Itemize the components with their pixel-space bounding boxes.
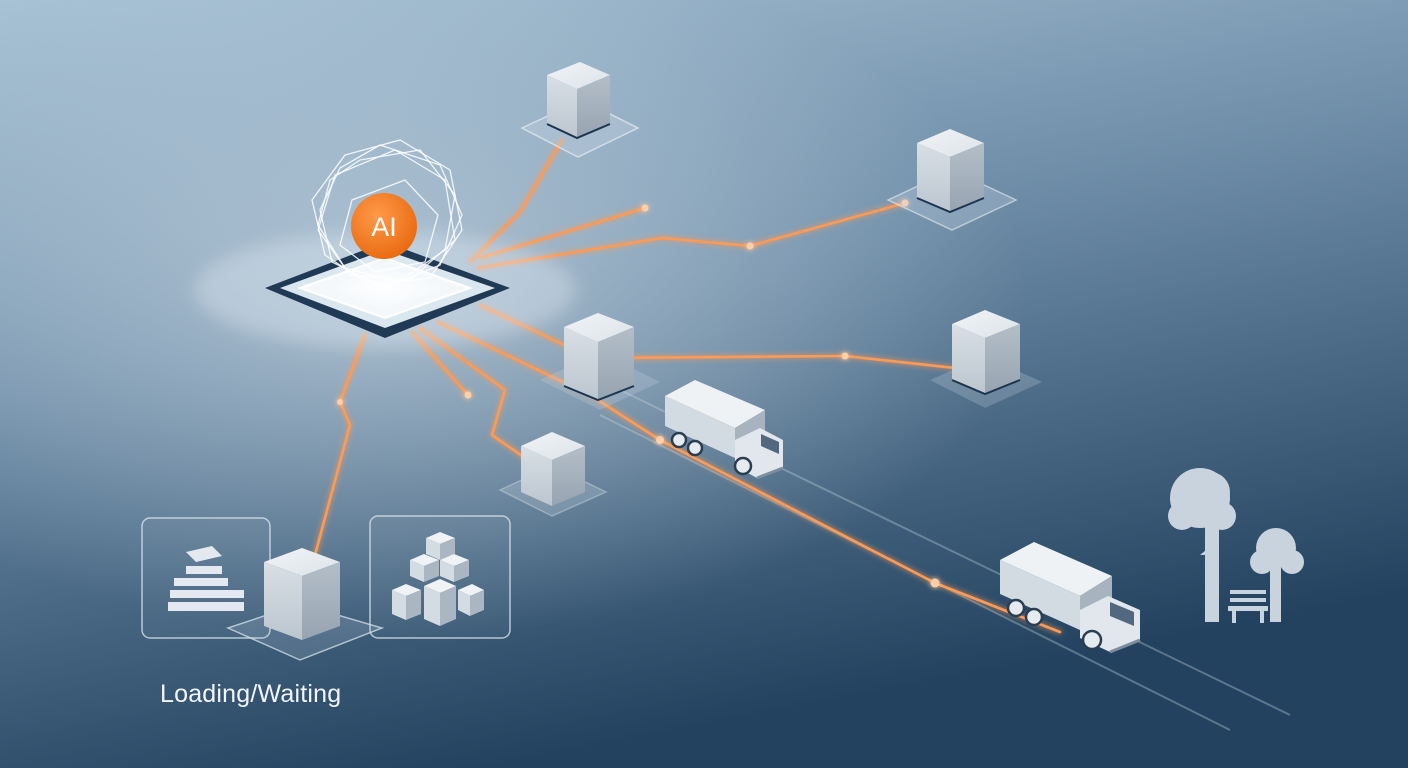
tree-icon xyxy=(1250,528,1304,622)
tree-icon xyxy=(1168,468,1236,622)
warehouse-node-small xyxy=(498,432,608,517)
warehouse-node-upper-right xyxy=(886,129,1018,231)
ai-hub: AI xyxy=(195,139,575,348)
route-to-panel-cube xyxy=(313,333,367,557)
pallet-stack-icon xyxy=(168,546,244,611)
delivery-truck-icon xyxy=(1000,542,1141,654)
panel-caption: Loading/Waiting xyxy=(160,680,342,708)
warehouse-node-top xyxy=(520,62,640,158)
ai-badge-label: AI xyxy=(371,212,397,242)
warehouse-node-panel xyxy=(264,548,340,640)
ai-chip-icon xyxy=(311,139,463,289)
stacked-blocks-icon xyxy=(392,532,484,626)
warehouse-node-right xyxy=(930,310,1042,408)
warehouse-node-mid xyxy=(540,313,660,410)
ai-badge xyxy=(351,193,417,259)
panel-group xyxy=(141,515,511,661)
bench-icon xyxy=(1228,590,1268,623)
delivery-truck-icon xyxy=(665,380,784,480)
route-to-small-cube xyxy=(418,326,530,462)
route-to-node-upper-right xyxy=(476,201,907,270)
